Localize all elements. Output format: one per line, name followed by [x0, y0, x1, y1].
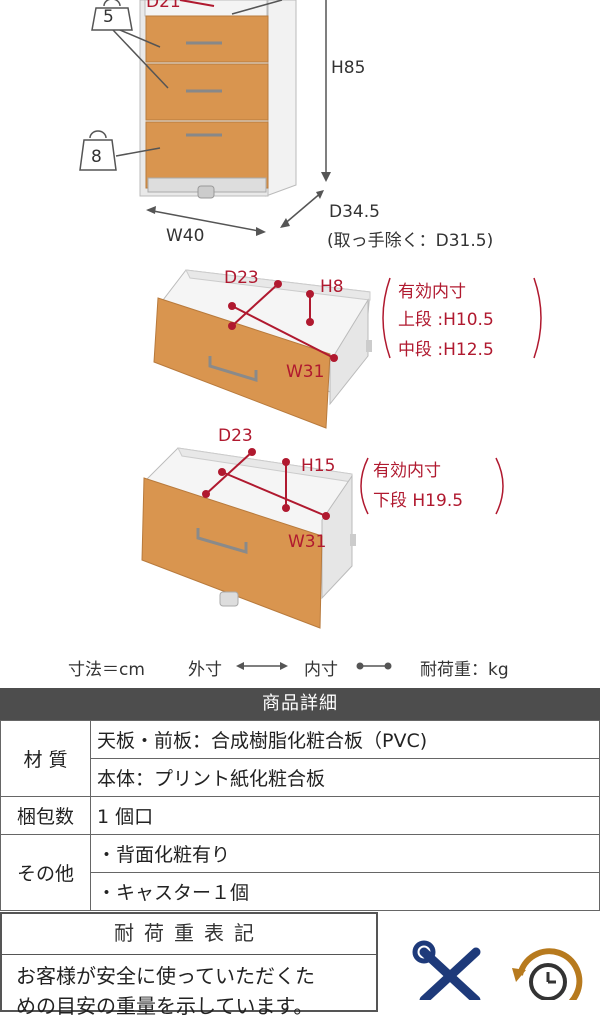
- drawer-upper-width: W31: [286, 362, 325, 382]
- drawer-lower-front: [141, 477, 323, 629]
- drawer-lower-note-line1: 下段 H19.5: [373, 491, 464, 511]
- units-inner: 内寸: [304, 660, 338, 680]
- drawer-lower-width: W31: [288, 532, 327, 552]
- load-notice-title: 耐荷重表記: [2, 914, 376, 955]
- drawer-upper-note-title: 有効内寸: [398, 282, 466, 302]
- drawer-upper-note-line1: 上段 :H10.5: [398, 310, 494, 330]
- top-depth-label: D21: [146, 0, 181, 12]
- drawer-lower-height: H15: [301, 456, 336, 476]
- spec-value: 天板・前板：合成樹脂化粧合板（PVC): [90, 720, 600, 759]
- units-dimension: 寸法＝cm: [68, 660, 145, 680]
- weight-badge-5: [91, 0, 133, 31]
- spec-value: 本体：プリント紙化粧合板: [90, 758, 600, 797]
- spec-key-other: その他: [0, 834, 91, 911]
- drawer-lower-illustration: [141, 447, 504, 629]
- table-row: 本体：プリント紙化粧合板: [1, 758, 600, 797]
- weight-badge-8: [79, 130, 117, 171]
- units-outer: 外寸: [188, 660, 222, 680]
- spec-key-material: 材 質: [0, 720, 91, 797]
- weight-badge-5-label: 5: [103, 7, 114, 27]
- load-notice-line1: お客様が安全に使っていただくた: [16, 964, 315, 988]
- bottom-icons: [412, 940, 583, 1000]
- clock-icon: [512, 948, 583, 1000]
- drawer-upper-depth: D23: [224, 268, 259, 288]
- drawer-lower-depth: D23: [218, 426, 253, 446]
- depth-note: (取っ手除く：D31.5): [327, 231, 494, 251]
- width-label: W40: [166, 226, 205, 246]
- drawer-lower-note-title: 有効内寸: [373, 461, 441, 481]
- height-label: H85: [331, 58, 366, 78]
- drawer-upper-front: [153, 297, 331, 429]
- table-row: ・キャスター１個: [1, 872, 600, 911]
- cabinet-illustration: [79, 0, 331, 236]
- drawer-upper-note-line2: 中段 :H12.5: [398, 340, 494, 360]
- drawer-upper-height: H8: [320, 277, 344, 297]
- table-row: 梱包数 1 個口: [0, 796, 600, 835]
- spec-value: 1 個口: [90, 796, 600, 835]
- table-row: 材 質 天板・前板：合成樹脂化粧合板（PVC): [0, 720, 600, 797]
- drawer-upper-illustration: [153, 269, 542, 429]
- weight-badge-8-label: 8: [91, 147, 102, 167]
- tools-icon: [412, 940, 481, 1000]
- depth-label: D34.5: [329, 202, 380, 222]
- cabinet-drawer-1: [145, 15, 269, 63]
- units-legend-icons: [236, 662, 392, 670]
- spec-header: 商品詳細: [0, 688, 600, 720]
- units-load: 耐荷重：kg: [420, 660, 509, 680]
- spec-value: ・キャスター１個: [90, 872, 600, 911]
- spec-table: 材 質 天板・前板：合成樹脂化粧合板（PVC) 本体：プリント紙化粧合板 梱包数…: [0, 720, 600, 911]
